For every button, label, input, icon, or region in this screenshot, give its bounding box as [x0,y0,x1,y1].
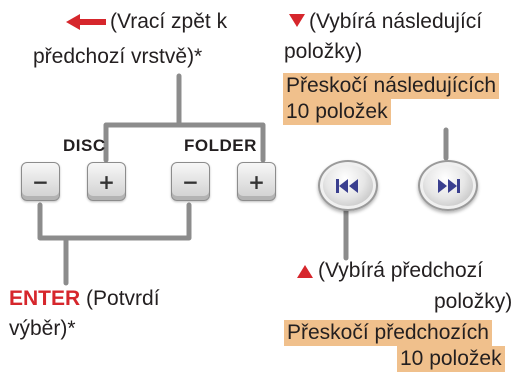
back-annotation-line1: (Vrací zpět k [110,10,228,33]
disc-label: DISC [63,136,106,155]
next-skip-highlight-line2: 10 položek [283,99,391,125]
triangle-up-icon [297,265,313,278]
skip-forward-button[interactable] [418,160,478,211]
back-arrow-icon [66,14,106,30]
enter-annotation-rest: (Potvrdí [80,287,160,310]
enter-annotation-line2: výběr)* [9,317,76,340]
disc-minus-button[interactable]: − [21,162,60,201]
folder-minus-button[interactable]: − [171,162,210,201]
back-annotation-line2: předchozí vrstvě)* [33,45,203,68]
disc-plus-button[interactable]: + [87,162,126,201]
prev-annotation-line2: položky) [434,290,513,313]
enter-annotation-line1: ENTER (Potvrdí [9,286,160,312]
folder-label: FOLDER [184,136,257,155]
prev-skip-highlight-line1: Přeskočí předchozích [284,320,492,346]
next-annotation-line2: položky) [284,40,363,63]
enter-label: ENTER [9,287,81,310]
skip-back-button[interactable] [318,160,378,211]
prev-skip-highlight-line2: 10 položek [397,346,505,372]
next-annotation-line1: (Vybírá následující [309,10,483,33]
folder-plus-button[interactable]: + [237,162,276,201]
prev-annotation-line1: (Vybírá předchozí [318,259,483,282]
triangle-down-icon [289,14,305,27]
skip-forward-icon [438,178,460,193]
next-skip-highlight-line1: Přeskočí následujících [283,73,500,99]
skip-back-icon [336,178,358,193]
